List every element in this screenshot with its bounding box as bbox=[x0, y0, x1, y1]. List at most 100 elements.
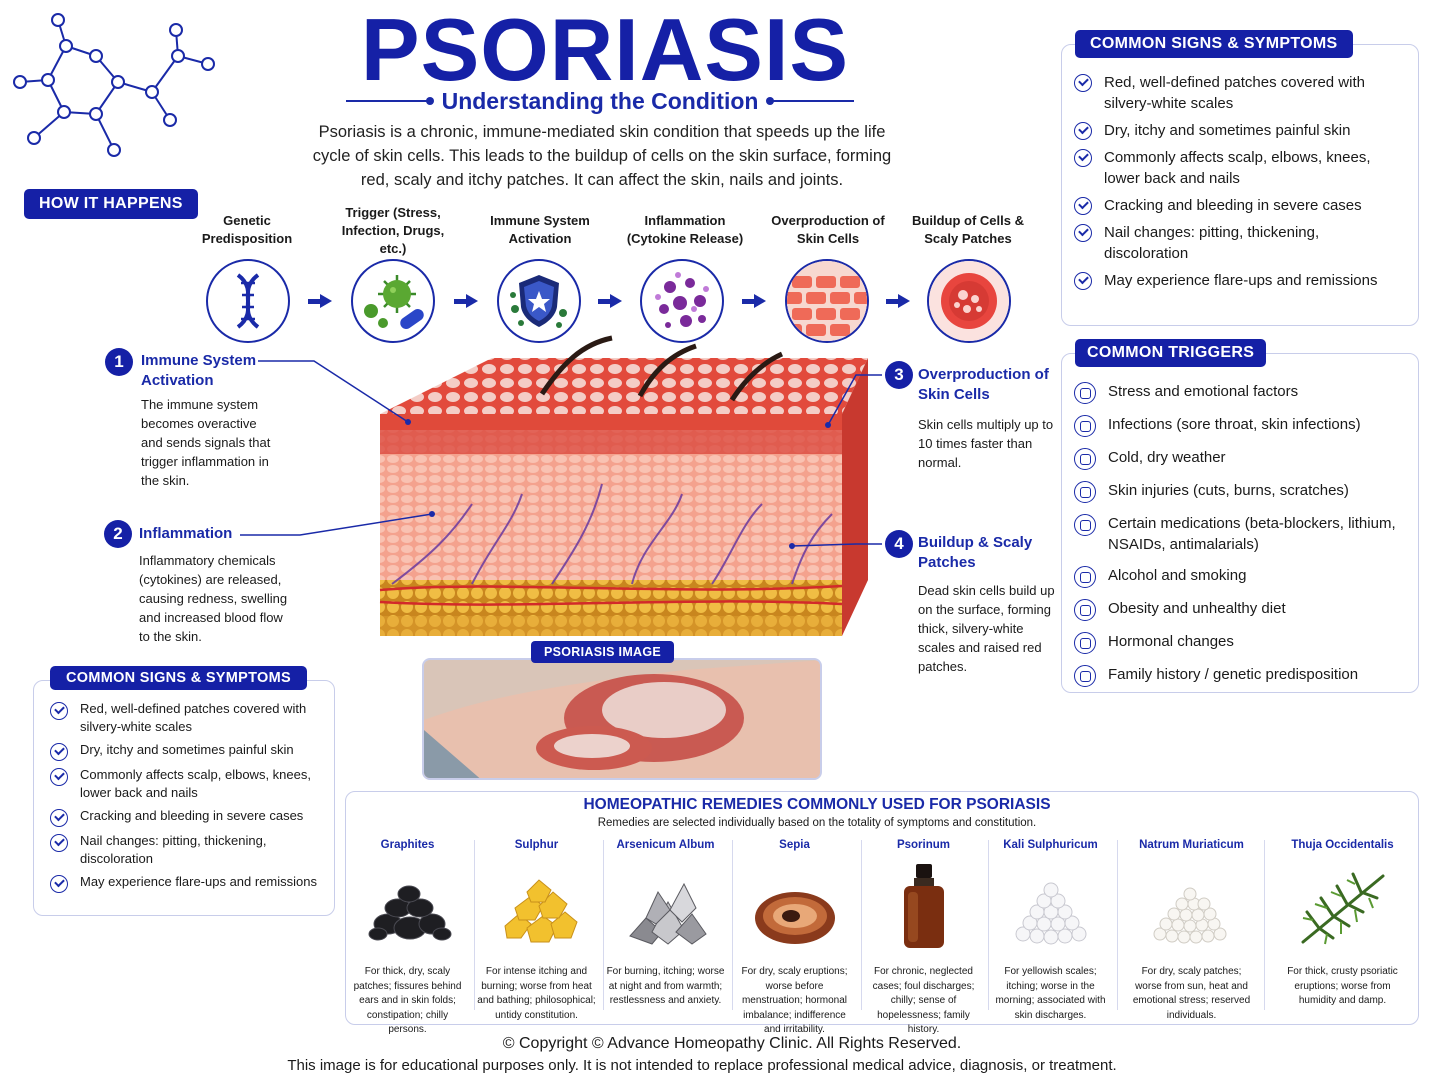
check-circle-icon bbox=[1074, 122, 1092, 140]
remedy-divider bbox=[988, 840, 989, 1010]
arsenicum-crystals-image bbox=[628, 882, 707, 945]
check-circle-icon bbox=[1074, 224, 1092, 242]
signs-panel-left bbox=[33, 680, 335, 916]
subtitle-row: Understanding the Condition bbox=[346, 86, 855, 116]
remedy-natrum-muriaticum: Natrum Muriaticum For dry, scaly patches… bbox=[1127, 836, 1256, 1023]
dna-icon bbox=[236, 273, 260, 329]
psorinum-bottle-image bbox=[903, 864, 944, 948]
callout-number: 2 bbox=[104, 520, 132, 548]
sepia-shell-image bbox=[754, 892, 835, 944]
footer-disclaimer: This image is for educational purposes o… bbox=[287, 1057, 1117, 1074]
remedy-name: Arsenicum Album bbox=[616, 839, 715, 851]
skin-injury-icon bbox=[1074, 481, 1096, 503]
white-pills-image bbox=[1015, 882, 1086, 945]
thuja-leaf-image bbox=[1301, 872, 1384, 945]
graphite-stones-image bbox=[368, 885, 451, 941]
stress-icon bbox=[1074, 382, 1096, 404]
remedy-graphites: Graphites For thick, dry, scaly patches;… bbox=[343, 836, 472, 1038]
remedy-divider bbox=[1264, 840, 1265, 1010]
elbow-patch-image bbox=[424, 660, 820, 778]
remedy-name: Natrum Muriaticum bbox=[1139, 839, 1244, 851]
psoriasis-photo bbox=[422, 658, 822, 780]
signs-panel-right bbox=[1061, 44, 1419, 326]
diet-icon bbox=[1074, 599, 1096, 621]
list-item: Dry, itchy and sometimes painful skin bbox=[1074, 120, 1404, 141]
callout-number: 4 bbox=[885, 530, 913, 558]
remedy-desc: For chronic, neglected cases; foul disch… bbox=[872, 966, 975, 1035]
callout-lines bbox=[240, 360, 882, 549]
psoriasis-image-label: PSORIASIS IMAGE bbox=[531, 641, 675, 663]
step-immune bbox=[497, 259, 581, 343]
step-label-inflammation: Inflammation (Cytokine Release) bbox=[626, 213, 744, 246]
list-item: Infections (sore throat, skin infections… bbox=[1074, 415, 1409, 437]
check-circle-icon bbox=[50, 702, 68, 720]
check-circle-icon bbox=[50, 834, 68, 852]
callout-text-overproduction: Skin cells multiply up to 10 times faste… bbox=[918, 417, 1054, 470]
list-item: Commonly affects scalp, elbows, knees, l… bbox=[50, 766, 330, 802]
signs-list-left: Red, well-defined patches covered with s… bbox=[50, 700, 330, 893]
check-circle-icon bbox=[50, 743, 68, 761]
remedy-sulphur: Sulphur For intense itching and burning;… bbox=[472, 836, 601, 1023]
step-trigger bbox=[351, 259, 435, 343]
page-subtitle: Understanding the Condition bbox=[441, 87, 759, 114]
white-pills-image bbox=[1153, 887, 1226, 944]
check-circle-icon bbox=[50, 809, 68, 827]
remedy-divider bbox=[603, 840, 604, 1010]
remedy-thuja: Thuja Occidentalis For thick, crusty pso… bbox=[1278, 836, 1407, 1009]
cytokine-icon bbox=[655, 272, 709, 328]
remedies-title: HOMEOPATHIC REMEDIES COMMONLY USED FOR P… bbox=[583, 796, 1051, 813]
scaly-patch-icon bbox=[929, 261, 1009, 341]
intro-paragraph: Psoriasis is a chronic, immune-mediated … bbox=[312, 123, 892, 189]
arrow-icon bbox=[742, 294, 766, 308]
remedy-name: Psorinum bbox=[896, 839, 951, 851]
remedy-desc: For yellowish scales; itching; worse in … bbox=[995, 966, 1106, 1021]
step-label-genetic: Genetic Predisposition bbox=[201, 213, 293, 246]
remedy-desc: For dry, scaly patches; worse from sun, … bbox=[1132, 966, 1251, 1021]
step-label-immune: Immune System Activation bbox=[490, 213, 590, 246]
signs-label-right: COMMON SIGNS & SYMPTOMS bbox=[1075, 30, 1353, 58]
callout-title-immune: Immune System Activation bbox=[141, 352, 257, 389]
arrow-icon bbox=[598, 294, 622, 308]
remedy-arsenicum: Arsenicum Album For burning, itching; wo… bbox=[601, 836, 730, 1009]
remedy-sepia: Sepia For dry, scaly eruptions; worse be… bbox=[730, 836, 859, 1038]
subtitle-line-left bbox=[346, 97, 434, 105]
check-circle-icon bbox=[50, 875, 68, 893]
sulphur-crystals-image bbox=[503, 879, 578, 943]
step-inflammation bbox=[640, 259, 724, 343]
alcohol-icon bbox=[1074, 566, 1096, 588]
list-item: Dry, itchy and sometimes painful skin bbox=[50, 741, 330, 761]
list-item: Obesity and unhealthy diet bbox=[1074, 599, 1409, 621]
how-it-happens-label: HOW IT HAPPENS bbox=[24, 189, 198, 219]
skin-cross-section-image bbox=[379, 335, 868, 636]
remedy-name: Thuja Occidentalis bbox=[1291, 839, 1394, 851]
callout-title-overproduction: Overproduction of Skin Cells bbox=[918, 366, 1049, 403]
check-circle-icon bbox=[1074, 197, 1092, 215]
remedy-name: Graphites bbox=[380, 839, 435, 851]
triggers-list: Stress and emotional factors Infections … bbox=[1074, 382, 1409, 687]
list-item: Hormonal changes bbox=[1074, 632, 1409, 654]
medication-icon bbox=[1074, 514, 1096, 536]
page-title: PSORIASIS bbox=[360, 0, 850, 99]
remedy-divider bbox=[474, 840, 475, 1010]
remedy-desc: For intense itching and burning; worse f… bbox=[477, 966, 596, 1021]
callout-number: 1 bbox=[105, 348, 133, 376]
step-overproduction bbox=[785, 259, 869, 343]
remedy-name: Sepia bbox=[779, 839, 810, 851]
molecule-icon bbox=[13, 13, 215, 157]
list-item: Commonly affects scalp, elbows, knees, l… bbox=[1074, 147, 1404, 189]
list-item: Cracking and bleeding in severe cases bbox=[50, 807, 330, 827]
triggers-panel bbox=[1061, 353, 1419, 693]
callout-text-immune: The immune system becomes overactive and… bbox=[141, 397, 271, 488]
signs-label-left: COMMON SIGNS & SYMPTOMS bbox=[50, 666, 307, 690]
list-item: Stress and emotional factors bbox=[1074, 382, 1409, 404]
list-item: Nail changes: pitting, thickening, disco… bbox=[50, 832, 330, 868]
callout-title-buildup: Buildup & Scaly Patches bbox=[918, 534, 1033, 571]
callout-text-buildup: Dead skin cells build up on the surface,… bbox=[918, 583, 1055, 674]
arrow-icon bbox=[308, 294, 332, 308]
virus-pill-icon bbox=[364, 275, 424, 330]
remedy-desc: For dry, scaly eruptions; worse before m… bbox=[741, 966, 848, 1035]
triggers-label: COMMON TRIGGERS bbox=[1075, 339, 1267, 367]
family-history-icon bbox=[1074, 665, 1096, 687]
check-circle-icon bbox=[1074, 272, 1092, 290]
step-label-overproduction: Overproduction of Skin Cells bbox=[771, 213, 885, 246]
